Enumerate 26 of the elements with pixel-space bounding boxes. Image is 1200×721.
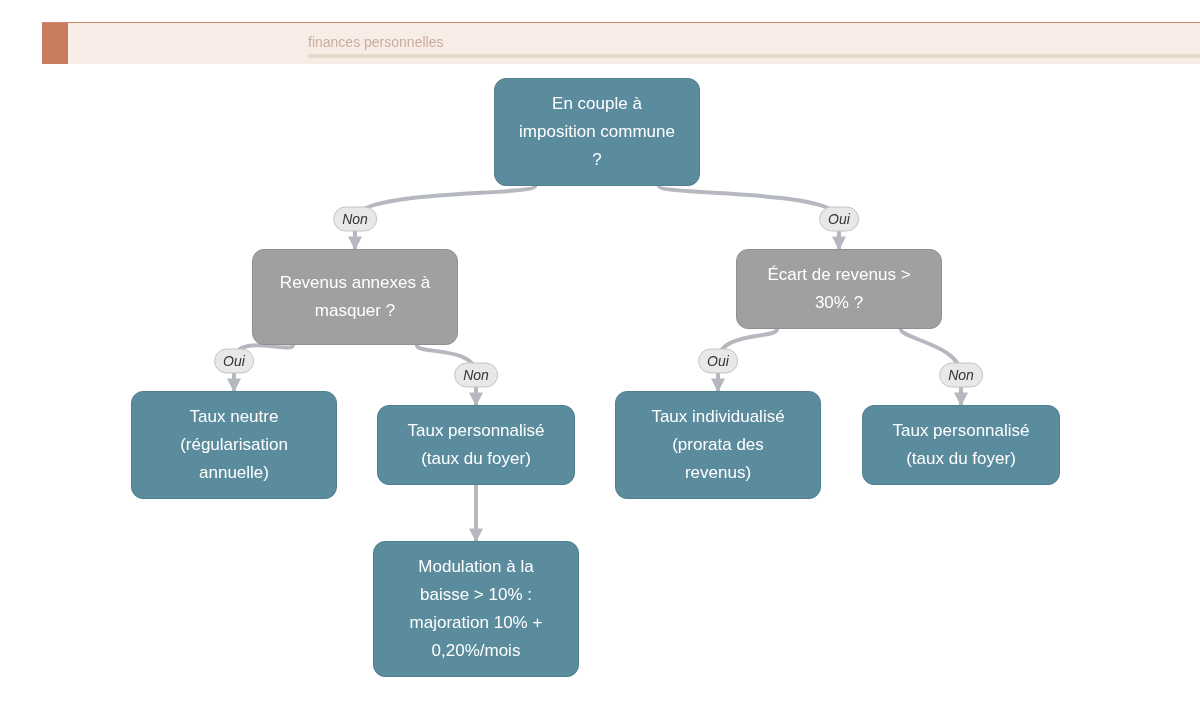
node-text: En couple à imposition commune ? <box>518 93 676 171</box>
node-text: Écart de revenus > 30% ? <box>766 264 912 314</box>
node-text: Revenus annexes à masquer ? <box>278 272 432 322</box>
arrow <box>348 184 537 251</box>
edge-label: Oui <box>214 348 254 374</box>
result-box <box>373 541 579 677</box>
result-box <box>377 405 575 485</box>
result-box <box>131 391 337 499</box>
arrow <box>469 485 483 543</box>
node-text: Taux personnalisé (taux du foyer) <box>891 420 1031 470</box>
node-text: Taux neutre (régularisation annuelle) <box>179 406 289 484</box>
decision-box <box>736 249 942 329</box>
result-box <box>862 405 1060 485</box>
edge-label: Non <box>454 362 498 388</box>
result-box <box>615 391 821 499</box>
node-text: Modulation à la baisse > 10% : majoration 10% + 0,20%/mois <box>408 556 544 662</box>
edge-label: Non <box>939 362 983 388</box>
node-text: Taux individualisé (prorata des revenus) <box>650 406 786 484</box>
decision-box <box>494 78 700 186</box>
edge-label: Non <box>333 206 377 232</box>
node-text: Taux personnalisé (taux du foyer) <box>406 420 546 470</box>
edge-label: Oui <box>698 348 738 374</box>
decision-box <box>252 249 458 345</box>
edge-label: Oui <box>819 206 859 232</box>
tagline: finances personnelles <box>308 33 444 52</box>
arrow <box>657 184 846 251</box>
